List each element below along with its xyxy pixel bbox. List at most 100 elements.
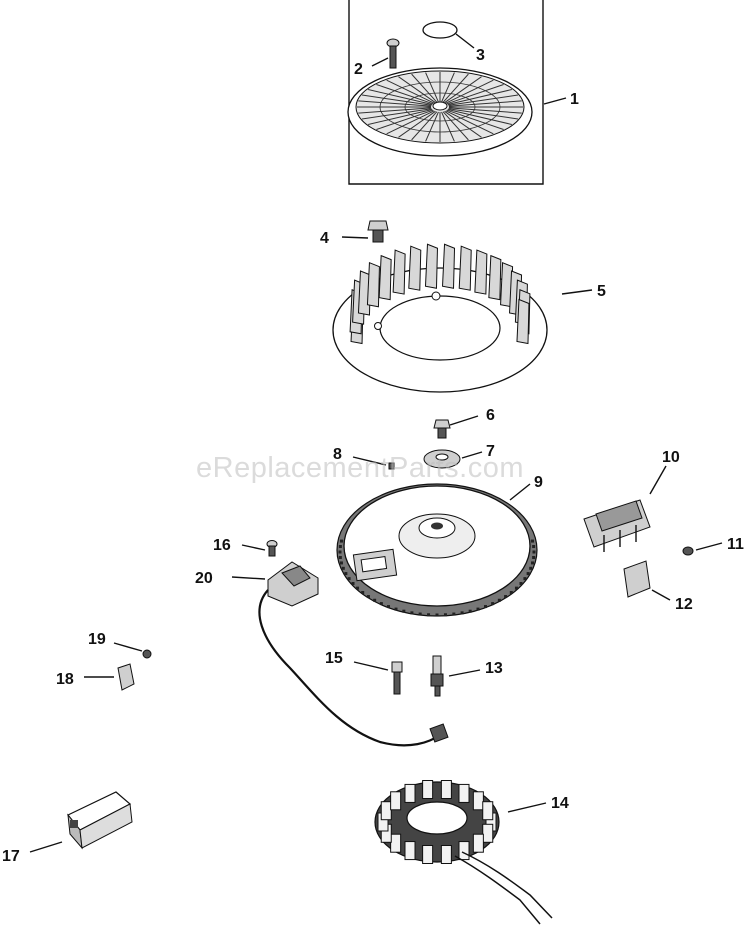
stator-tooth xyxy=(458,783,470,803)
callout-14: 14 xyxy=(551,795,569,812)
gear-tooth xyxy=(476,607,480,611)
grille-spoke xyxy=(411,111,438,141)
fan-blade xyxy=(392,249,406,295)
fan-blade xyxy=(516,298,530,345)
grille-spoke xyxy=(361,94,432,106)
part-16-screw xyxy=(266,540,278,557)
part-20-ignition-module xyxy=(258,561,449,747)
stator-tooth xyxy=(440,844,452,864)
grille-spoke xyxy=(448,108,519,120)
gear-tooth xyxy=(351,582,355,585)
grille-spoke xyxy=(448,94,519,106)
grille-spoke xyxy=(445,79,494,104)
grille-spoke xyxy=(445,110,494,135)
stator-tooth xyxy=(458,841,470,861)
stator-tooth xyxy=(482,801,494,821)
gear-tooth xyxy=(452,612,456,616)
grille-spoke xyxy=(358,107,432,114)
gear-tooth xyxy=(504,595,508,599)
part-1-grille-screen xyxy=(347,0,544,185)
leader-lines xyxy=(29,33,723,853)
gear-tooth xyxy=(484,605,487,609)
grille-spoke xyxy=(444,76,482,104)
part-4-bolt xyxy=(367,220,389,243)
gear-tooth xyxy=(356,586,360,590)
grille-spoke xyxy=(368,109,433,125)
part-10-rectifier xyxy=(583,499,651,552)
callout-labels: 1 2 3 4 5 6 7 8 9 10 11 12 13 14 15 16 1… xyxy=(2,47,744,865)
grille-spoke xyxy=(386,110,435,135)
fan-blade xyxy=(424,243,438,289)
gear-tooth xyxy=(514,586,518,590)
part-18-clip xyxy=(117,663,135,691)
gear-tooth xyxy=(460,611,464,615)
gear-tooth xyxy=(338,555,342,559)
stator-tooth xyxy=(472,833,484,853)
gear-tooth xyxy=(509,590,513,594)
gear-tooth xyxy=(338,545,342,549)
grille-spoke xyxy=(425,111,439,142)
stator-tooth xyxy=(404,783,416,803)
grille-spoke xyxy=(386,79,435,104)
callout-4: 4 xyxy=(320,230,329,247)
gear-tooth xyxy=(427,613,431,617)
gear-tooth xyxy=(531,561,535,565)
grille-spoke xyxy=(358,100,432,107)
callout-11: 11 xyxy=(727,536,744,553)
callout-6: 6 xyxy=(486,407,495,424)
gear-tooth xyxy=(532,545,536,549)
callout-15: 15 xyxy=(325,650,343,667)
gear-tooth xyxy=(339,539,343,543)
stator-tooth xyxy=(482,823,494,843)
part-8-key xyxy=(388,462,395,470)
grille-spoke xyxy=(361,108,432,120)
fan-blade xyxy=(488,254,502,301)
fan-blade xyxy=(458,245,472,291)
grille-spoke xyxy=(446,84,504,105)
fan-blade xyxy=(366,261,380,308)
grille-spoke xyxy=(442,111,469,141)
grille-spoke xyxy=(447,89,512,105)
gear-tooth xyxy=(339,561,343,565)
grille-spoke xyxy=(376,84,434,105)
gear-tooth xyxy=(468,609,472,613)
fan-blade xyxy=(378,254,392,301)
gear-tooth xyxy=(526,572,530,576)
callout-8: 8 xyxy=(333,446,342,463)
gear-tooth xyxy=(338,550,342,554)
stator-tooth xyxy=(422,780,434,800)
fan-blade xyxy=(500,261,514,308)
callout-19: 19 xyxy=(88,631,106,648)
part-11-screw xyxy=(682,546,694,556)
callout-7: 7 xyxy=(486,443,495,460)
gear-tooth xyxy=(497,598,501,602)
stator-tooth xyxy=(472,791,484,811)
gear-tooth xyxy=(379,602,383,606)
stator-tooth xyxy=(422,844,434,864)
callout-10: 10 xyxy=(662,449,680,466)
callout-3: 3 xyxy=(476,47,485,64)
gear-tooth xyxy=(410,611,414,615)
callout-17: 17 xyxy=(2,848,20,865)
gear-tooth xyxy=(373,598,377,602)
callout-20: 20 xyxy=(195,570,213,587)
grille-spoke xyxy=(448,100,522,107)
gear-tooth xyxy=(387,605,390,609)
part-13-spark-plug xyxy=(430,655,444,697)
gear-tooth xyxy=(531,539,535,543)
part-5-fan xyxy=(332,243,548,393)
gear-tooth xyxy=(344,572,348,576)
part-2-screw xyxy=(386,38,400,69)
callout-5: 5 xyxy=(597,283,606,300)
stator-tooth xyxy=(440,780,452,800)
grille-spoke xyxy=(441,111,455,142)
callout-18: 18 xyxy=(56,671,74,688)
callout-1: 1 xyxy=(570,91,579,108)
callout-12: 12 xyxy=(675,596,693,613)
stator-tooth xyxy=(380,801,392,821)
part-15-bolt xyxy=(391,661,403,695)
callout-16: 16 xyxy=(213,537,231,554)
callout-2: 2 xyxy=(354,61,363,78)
